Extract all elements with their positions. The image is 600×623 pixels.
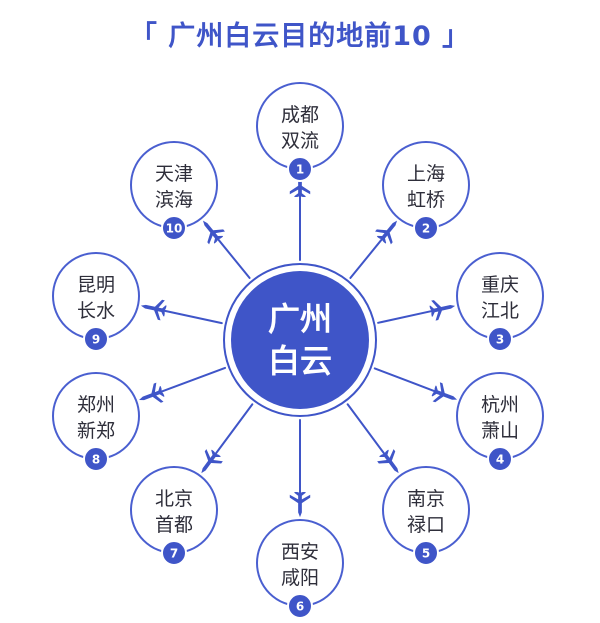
rank-badge-number: 4 bbox=[496, 453, 504, 467]
destination-city: 杭州 bbox=[481, 394, 519, 416]
destination-airport: 咸阳 bbox=[281, 567, 319, 589]
destination-city: 重庆 bbox=[481, 274, 519, 296]
rank-badge bbox=[83, 326, 109, 352]
destination-city: 天津 bbox=[155, 163, 193, 185]
destination-airport: 首都 bbox=[155, 514, 193, 536]
rank-badge-number: 5 bbox=[422, 547, 430, 561]
rank-badge-number: 7 bbox=[170, 547, 178, 561]
rank-badge bbox=[413, 540, 439, 566]
destination-city: 南京 bbox=[407, 488, 445, 510]
destination-airport: 新郑 bbox=[77, 420, 115, 442]
rank-badge-number: 3 bbox=[496, 333, 504, 347]
rank-badge bbox=[287, 156, 313, 182]
destination-airport: 禄口 bbox=[407, 514, 445, 536]
route-line-4 bbox=[373, 367, 436, 393]
destination-airport: 虹桥 bbox=[407, 189, 445, 211]
plane-icon bbox=[135, 381, 167, 410]
route-line-10 bbox=[217, 238, 251, 279]
plane-icon bbox=[427, 295, 458, 322]
rank-badge bbox=[83, 446, 109, 472]
rank-badge bbox=[413, 215, 439, 241]
rank-badge-number: 6 bbox=[296, 600, 304, 614]
plane-icon bbox=[138, 295, 169, 322]
route-line-8 bbox=[160, 366, 227, 393]
hub-node: 广州 白云 bbox=[223, 263, 377, 417]
destination-city: 昆明 bbox=[77, 274, 115, 296]
destination-city: 上海 bbox=[407, 163, 445, 185]
route-line-5 bbox=[346, 403, 386, 455]
destination-airport: 江北 bbox=[481, 300, 519, 322]
rank-badge bbox=[161, 215, 187, 241]
destination-airport: 萧山 bbox=[481, 420, 519, 442]
hub-label-line1: 广州 bbox=[268, 300, 332, 338]
route-line-3 bbox=[377, 310, 433, 324]
route-line-7 bbox=[214, 403, 254, 455]
destination-city: 西安 bbox=[281, 541, 319, 563]
destination-airport: 双流 bbox=[281, 130, 319, 152]
destination-city: 北京 bbox=[155, 488, 193, 510]
destination-airport: 长水 bbox=[77, 300, 115, 322]
rank-badge bbox=[161, 540, 187, 566]
rank-badge-number: 2 bbox=[422, 222, 430, 236]
hub-label-line2: 白云 bbox=[268, 342, 332, 380]
rank-badge-number: 8 bbox=[92, 453, 100, 467]
rank-badge-number: 10 bbox=[166, 222, 183, 236]
rank-badge-number: 9 bbox=[92, 333, 100, 347]
rank-badge bbox=[487, 326, 513, 352]
page-title: 「 广州白云目的地前10 」 bbox=[129, 21, 471, 52]
plane-icon bbox=[289, 492, 311, 518]
route-lines bbox=[135, 171, 461, 518]
rank-badge-number: 1 bbox=[296, 163, 304, 177]
plane-icon bbox=[429, 380, 461, 410]
route-line-9 bbox=[163, 309, 223, 325]
destination-airport: 滨海 bbox=[155, 189, 193, 211]
destination-city: 郑州 bbox=[77, 394, 115, 416]
rank-badge bbox=[287, 593, 313, 619]
route-line-2 bbox=[349, 238, 383, 279]
rank-badge bbox=[487, 446, 513, 472]
destination-city: 成都 bbox=[281, 104, 319, 126]
